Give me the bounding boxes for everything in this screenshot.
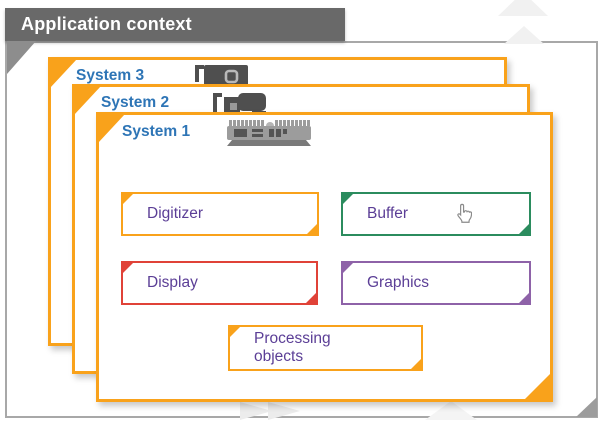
card-system-1: System 1 [96,112,553,402]
corner-fold [410,358,422,370]
module-processing-objects-label: Processing objects [254,330,331,365]
corner-fold [305,292,317,304]
camera-device-icon [193,62,251,97]
system-2-label: System 2 [101,94,170,111]
page-title: Application context [5,8,345,41]
module-graphics-label: Graphics [367,274,430,291]
corner-fold [342,262,354,274]
module-buffer-label: Buffer [367,205,409,222]
corner-fold [122,193,134,205]
page-title-label: Application context [21,14,192,34]
module-digitizer-label: Digitizer [147,205,203,222]
module-display-label: Display [147,274,198,291]
corner-fold [518,223,530,235]
watermark-chevron-up [504,26,544,44]
system-1-label: System 1 [122,123,191,140]
corner-fold [98,114,125,143]
module-processing-objects[interactable]: Processing objects [228,325,423,371]
system-3-label: System 3 [76,67,145,84]
corner-fold [306,223,318,235]
corner-fold [342,193,354,205]
corner-fold [524,373,551,400]
corner-fold [518,292,530,304]
hand-pointer-cursor-icon [455,203,473,229]
module-graphics[interactable]: Graphics [341,261,531,305]
module-buffer[interactable]: Buffer [341,192,531,236]
watermark-chevron-up [498,0,548,16]
corner-fold [74,86,101,115]
frame-grabber-board-icon [225,119,313,152]
module-display[interactable]: Display [121,261,318,305]
module-digitizer[interactable]: Digitizer [121,192,319,236]
corner-fold [122,262,134,274]
